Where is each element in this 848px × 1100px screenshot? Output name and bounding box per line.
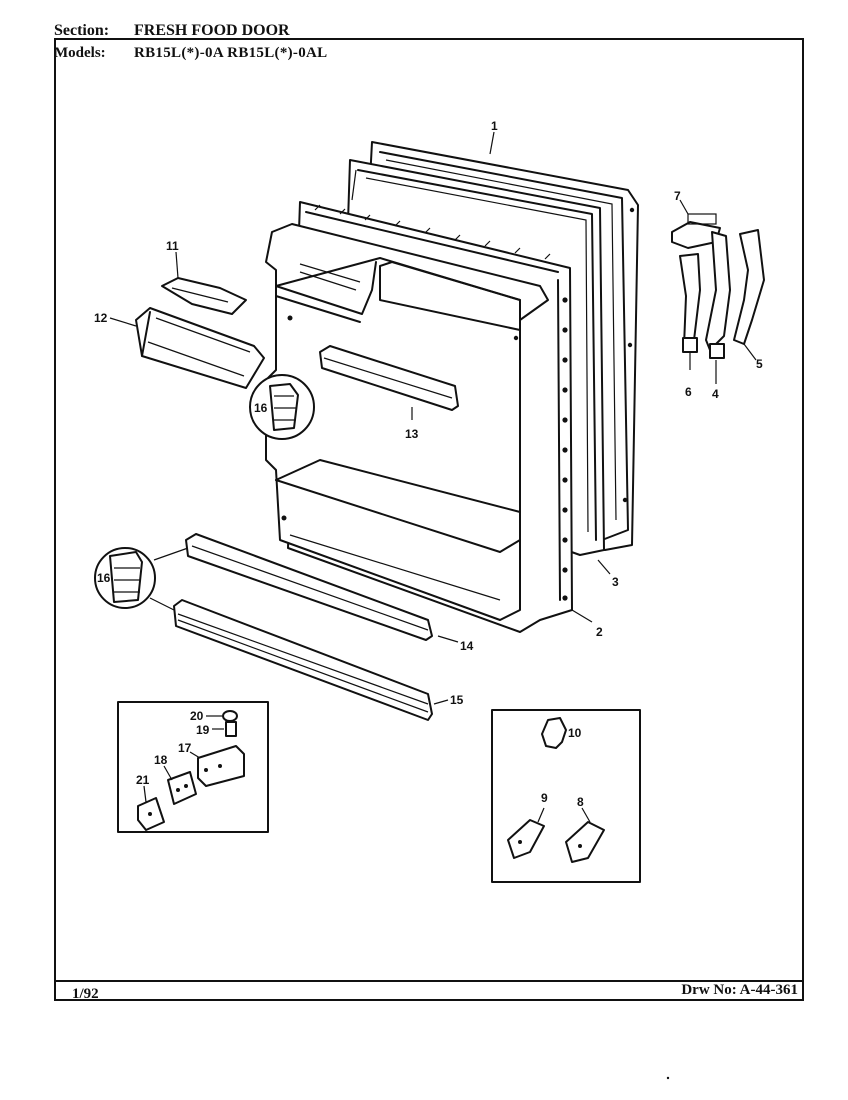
callout-9: 9: [541, 791, 548, 805]
models-list: RB15L(*)-0A RB15L(*)-0AL: [134, 45, 328, 61]
leader-8: [581, 807, 591, 823]
part-13-shelf-bar: [319, 345, 459, 411]
part-15-door-bar: [173, 599, 433, 721]
part-14-door-bar: [185, 533, 433, 641]
leader-2: [571, 609, 593, 623]
callout-4: 4: [712, 387, 719, 401]
callout-15: 15: [450, 693, 464, 707]
callout-8: 8: [577, 795, 584, 809]
drawing-number: Drw No: A-44-361: [681, 982, 798, 998]
models-label: Models:: [54, 45, 106, 61]
section-row: Section: FRESH FOOD DOOR: [54, 22, 290, 40]
leader-15: [433, 699, 449, 705]
models-row: Models: RB15L(*)-0A RB15L(*)-0AL: [54, 44, 327, 62]
leader-7: [679, 199, 689, 215]
callout-13: 13: [405, 427, 419, 441]
hardware-inset-right: [491, 709, 641, 883]
callout-21: 21: [136, 773, 150, 787]
leader-12: [109, 317, 137, 327]
callout-5: 5: [756, 357, 763, 371]
callout-10: 10: [568, 726, 582, 740]
leader-14: [437, 635, 459, 643]
callout-7: 7: [674, 189, 681, 203]
callout-12: 12: [94, 311, 108, 325]
leader-18: [163, 765, 173, 781]
leader-1: [489, 131, 495, 155]
leader-16-lower-a: [153, 547, 189, 561]
part-2-inner-door-liner: [265, 201, 573, 633]
leader-16-lower-b: [149, 597, 179, 613]
part-4-hinge-strip: [705, 231, 731, 359]
callout-1: 1: [491, 119, 498, 133]
callout-11: 11: [166, 239, 179, 253]
leader-11: [175, 251, 179, 279]
section-title: FRESH FOOD DOOR: [134, 22, 290, 39]
callout-6: 6: [685, 385, 692, 399]
callout-20: 20: [190, 709, 204, 723]
leader-9: [537, 807, 545, 823]
part-12-bin: [135, 307, 265, 389]
part-5-hinge-cover: [733, 229, 765, 345]
stray-dot: [666, 1076, 670, 1080]
callout-17: 17: [178, 741, 192, 755]
callout-19: 19: [196, 723, 210, 737]
hardware-inset-left: [117, 701, 269, 833]
callout-16-lower: 16: [97, 571, 111, 585]
leader-17: [189, 751, 201, 759]
section-label: Section:: [54, 22, 110, 39]
leader-21: [143, 785, 147, 803]
part-6-hinge-strip: [679, 253, 701, 353]
callout-3: 3: [612, 575, 619, 589]
footer-date: 1/92: [72, 986, 99, 1002]
leader-3: [597, 559, 611, 575]
part-16-detail-upper: [249, 374, 315, 440]
leader-5: [743, 343, 757, 361]
diagram-frame: [54, 38, 804, 1001]
callout-2: 2: [596, 625, 603, 639]
part-16-detail-lower: [94, 547, 156, 609]
callout-16-upper: 16: [254, 401, 268, 415]
callout-18: 18: [154, 753, 168, 767]
footer-divider: [54, 980, 804, 982]
part-11-cover: [161, 277, 247, 315]
callout-14: 14: [460, 639, 474, 653]
